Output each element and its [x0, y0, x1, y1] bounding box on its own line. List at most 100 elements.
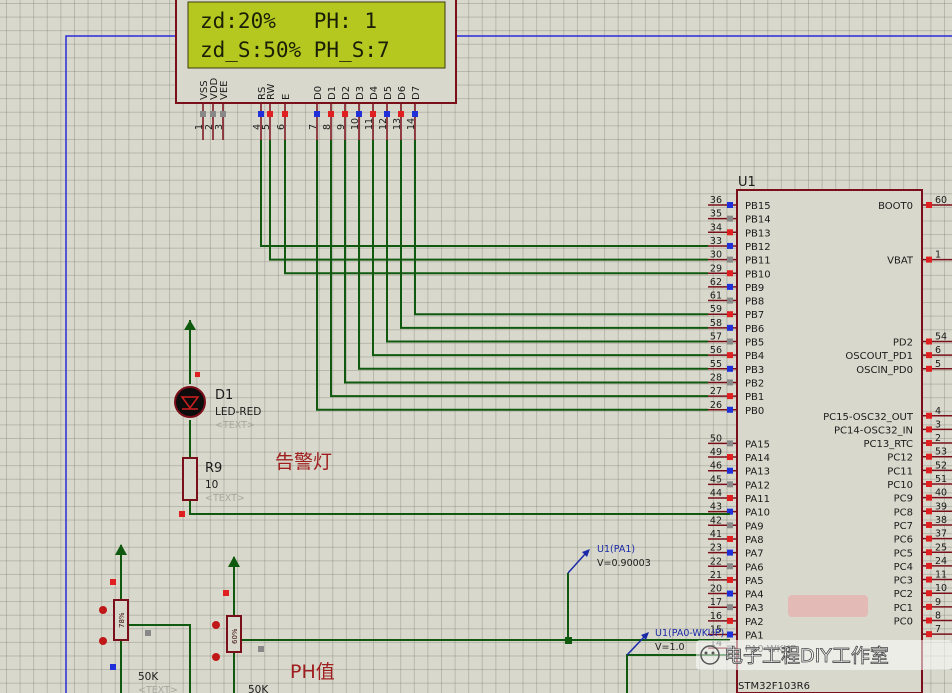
- potentiometer-1[interactable]: 78% 50K <TEXT>: [99, 544, 191, 693]
- mcu-pin-number: 9: [935, 597, 941, 608]
- probe-pa0-name: U1(PA0-WKUP): [655, 628, 724, 639]
- lcd-screen: [187, 1, 446, 69]
- mcu-pin-name: PC12: [887, 453, 913, 464]
- lcd-pin-e[interactable]: E6: [276, 94, 292, 140]
- mcu-pin-number: 61: [710, 291, 722, 302]
- lcd-pin-d0[interactable]: D07: [308, 86, 324, 140]
- lcd-pin-d2[interactable]: D29: [336, 86, 352, 140]
- resistor-ref: R9: [205, 461, 222, 476]
- mcu-pin-nc[interactable]: 7: [922, 624, 952, 638]
- mcu-pin-name: BOOT0: [878, 201, 913, 212]
- mcu-pin-number: 59: [710, 304, 722, 315]
- potentiometer-2[interactable]: 60% 50K PH值: [212, 556, 730, 693]
- lcd-pin-number: 13: [392, 118, 403, 130]
- mcu-pin-number: 25: [935, 542, 947, 553]
- probe-icon: [641, 632, 649, 640]
- lcd-pin-number: 6: [276, 124, 287, 130]
- mcu-pin-name: PA12: [745, 480, 770, 491]
- lcd-pin-d1[interactable]: D18: [322, 86, 338, 140]
- mcu-pin-name: PB9: [745, 283, 764, 294]
- lcd-module[interactable]: zd:20% PH: 1 zd_S:50% PH_S:7 VSS1VDD2VEE…: [175, 0, 457, 140]
- lcd-pin-name: VDD: [209, 77, 220, 100]
- mcu-pin-number: 52: [935, 460, 947, 471]
- alarm-led-circuit[interactable]: D1 LED-RED <TEXT> R9 10 <TEXT> 告警灯: [174, 320, 730, 517]
- lcd-pin-rw[interactable]: RW5: [261, 83, 277, 140]
- mcu-pin-number: 6: [935, 345, 941, 356]
- mcu-pin-number: 50: [710, 433, 722, 444]
- mcu-pin-name: PA10: [745, 508, 770, 519]
- voltage-probe-pa1[interactable]: U1(PA1) V=0.90003: [567, 544, 651, 574]
- mcu-pin-number: 54: [935, 332, 947, 343]
- lcd-pin-rs[interactable]: RS4: [252, 87, 268, 140]
- mcu-pin-name: OSCOUT_PD1: [845, 351, 913, 362]
- voltage-probe-pa0[interactable]: U1(PA0-WKUP) V=1.0: [626, 628, 724, 656]
- mcu-pin-name: PA6: [745, 562, 764, 573]
- lcd-pin-number: 12: [378, 118, 389, 130]
- mcu-pin-number: 56: [710, 345, 722, 356]
- mcu-pin-number: 21: [710, 570, 722, 581]
- mcu-pin-name: VBAT: [887, 256, 914, 267]
